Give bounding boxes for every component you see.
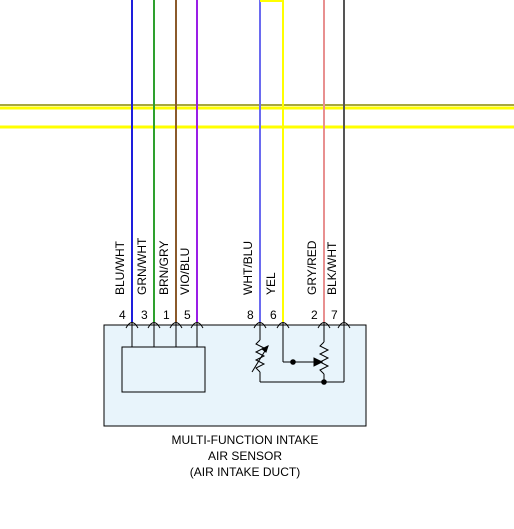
wire-label: BRN/GRY [157,241,171,295]
wire-blu-wht: BLU/WHT 4 [113,0,139,330]
wire-yel: YEL 6 [264,0,290,330]
wire-label: YEL [264,272,278,295]
potentiometer-symbol [318,341,330,375]
wire-label: GRN/WHT [135,237,149,295]
wire-label: GRY/RED [305,240,319,295]
bus-lines [0,104,514,129]
wire-gry-red: GRY/RED 2 [305,0,331,330]
wire-grn-wht: GRN/WHT 3 [135,0,161,330]
pin-number: 6 [270,308,277,322]
thermistor-circuit [251,330,345,385]
wire-label: WHT/BLU [241,241,255,295]
wires: BLU/WHT 4 GRN/WHT 3 BRN/GRY 1 VIO/BLU 5 WHT/BLU 8… [113,0,351,330]
wire-wht-blu: WHT/BLU 8 [241,0,267,330]
pin-number: 1 [163,308,170,322]
caption-line-1: MULTI-FUNCTION INTAKE [172,433,319,447]
pin-number: 2 [311,308,318,322]
pin-number: 4 [119,308,126,322]
module-pin-stubs [131,330,198,347]
wire-label: VIO/BLU [178,248,192,295]
wire-label: BLU/WHT [113,240,127,295]
sensor-module-block [121,346,206,393]
pin-number: 5 [184,308,191,322]
pin-number: 8 [247,308,254,322]
thermistor-symbol [254,339,266,373]
wire-vio-blu: VIO/BLU 5 [178,0,204,330]
junction-dot-ground [321,379,327,385]
wire-label: BLK/WHT [325,241,339,295]
wire-blk-wht: BLK/WHT 7 [325,0,351,330]
component-caption: MULTI-FUNCTION INTAKE AIR SENSOR (AIR IN… [172,433,319,479]
wire-brn-gry: BRN/GRY 1 [157,0,183,330]
caption-line-2: AIR SENSOR [208,449,282,463]
pin-number: 7 [331,308,338,322]
junction-dot [290,359,296,365]
caption-line-3: (AIR INTAKE DUCT) [190,465,300,479]
pin-number: 3 [141,308,148,322]
